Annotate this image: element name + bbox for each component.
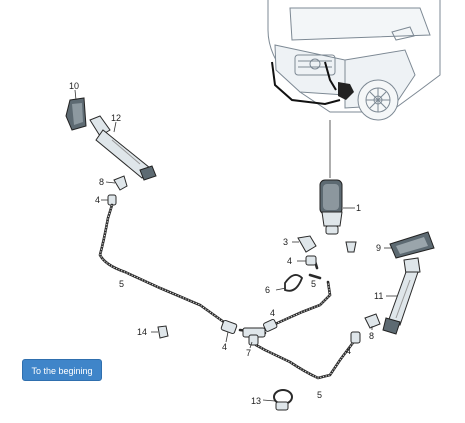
left-elbow-leader-line	[105, 181, 116, 184]
middle-left-connector-leader-line	[225, 331, 229, 343]
middle-right-connector	[263, 318, 278, 332]
callout-11: 11	[374, 291, 383, 301]
callout-7: 7	[246, 348, 251, 358]
callout-6: 6	[265, 285, 270, 295]
left-nozzle-cover	[65, 97, 87, 131]
hose-clamp	[273, 389, 293, 411]
washer-hose-network	[98, 203, 357, 380]
callout-8-right: 8	[369, 331, 374, 341]
callout-4-right: 4	[346, 346, 351, 356]
t-piece-connector	[242, 327, 266, 346]
left-telescopic-nozzle	[89, 115, 157, 181]
cable-tie	[284, 274, 304, 292]
back-to-beginning-button[interactable]: To the begining	[22, 359, 102, 381]
pump-seal	[345, 241, 357, 253]
callout-8-left: 8	[99, 177, 104, 187]
vehicle-illustration	[267, 0, 441, 121]
washer-pump	[319, 179, 343, 235]
nozzle-leader-line	[113, 121, 117, 133]
callout-3: 3	[283, 237, 288, 247]
callout-5-middle: 5	[311, 279, 316, 289]
left-elbow-connector	[113, 175, 128, 191]
callout-12: 12	[111, 113, 121, 123]
right-elbow-connector	[364, 313, 381, 329]
callout-14: 14	[137, 327, 147, 337]
callout-4-upper-middle: 4	[287, 256, 292, 266]
left-upper-hose-clip	[107, 194, 117, 206]
callout-4-middle: 4	[222, 342, 227, 352]
right-nozzle-cover	[389, 231, 435, 259]
pump-elbow	[297, 235, 317, 253]
t-piece-leader-line	[249, 341, 253, 349]
right-lower-connector	[350, 331, 361, 344]
middle-left-connector	[220, 319, 238, 335]
plug	[157, 325, 169, 339]
cable-tie-leader-line	[275, 287, 287, 291]
callout-5-left: 5	[119, 279, 124, 289]
upper-middle-connector	[305, 255, 317, 266]
callout-4-left-upper: 4	[95, 195, 100, 205]
callout-13: 13	[251, 396, 261, 406]
callout-5-bottom: 5	[317, 390, 322, 400]
right-telescopic-nozzle	[382, 257, 421, 335]
callout-4-middle-right: 4	[270, 308, 275, 318]
cover-leader-line	[74, 89, 77, 101]
callout-10: 10	[69, 81, 79, 91]
callout-1: 1	[356, 203, 361, 213]
callout-9: 9	[376, 243, 381, 253]
clamp-leader-line	[262, 399, 276, 402]
